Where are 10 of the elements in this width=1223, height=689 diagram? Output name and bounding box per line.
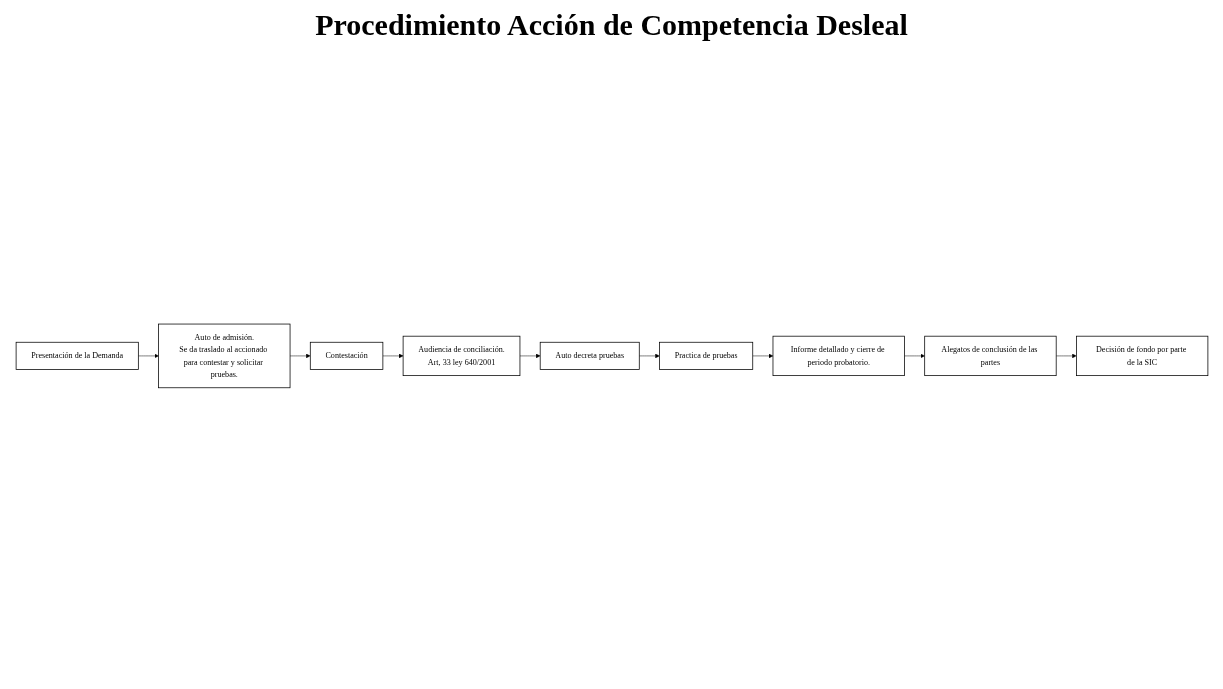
node-box: Practica de pruebas	[658, 341, 753, 371]
node-box: Auto decreta pruebas	[539, 341, 640, 371]
node-box: Presentación de la Demanda	[15, 341, 139, 371]
node-box: Alegatos de conclusión de las partes	[923, 335, 1057, 377]
node-box: Audiencia de conciliación. Art, 33 ley 640/2001	[402, 335, 520, 377]
node-box: Auto de admisión. Se da traslado al accionado para contestar y solicitar pruebas.	[157, 323, 290, 389]
diagram-title: Procedimiento Acción de Competencia Desleal	[314, 8, 909, 42]
node-box: Informe detallado y cierre de periodo probatorio.	[772, 335, 905, 377]
node-box: Decisión de fondo por parte de la SIC	[1075, 335, 1208, 377]
node-box: Contestación	[309, 341, 383, 371]
